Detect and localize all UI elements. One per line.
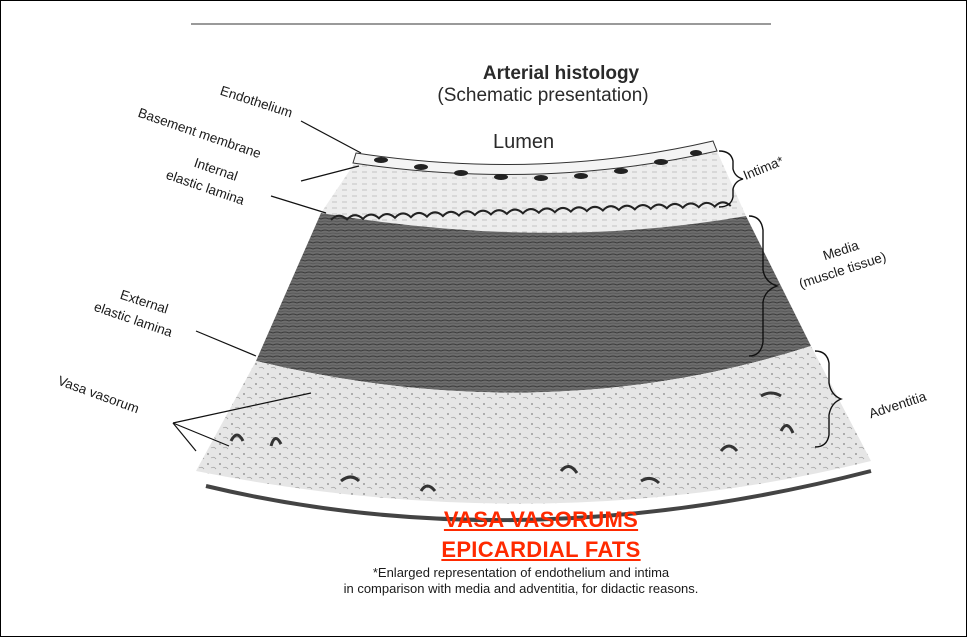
diagram-title: Arterial histology xyxy=(411,63,711,85)
footnote-line2: in comparison with media and adventitia,… xyxy=(261,581,781,596)
vasa-vasorums-highlight: VASA VASORUMS xyxy=(331,507,751,533)
media-layer xyxy=(256,213,811,393)
epicardial-fats-highlight: EPICARDIAL FATS xyxy=(331,537,751,563)
footnote-line1: *Enlarged representation of endothelium … xyxy=(261,565,781,580)
diagram-subtitle: (Schematic presentation) xyxy=(373,85,713,107)
lumen-label: Lumen xyxy=(493,131,554,154)
